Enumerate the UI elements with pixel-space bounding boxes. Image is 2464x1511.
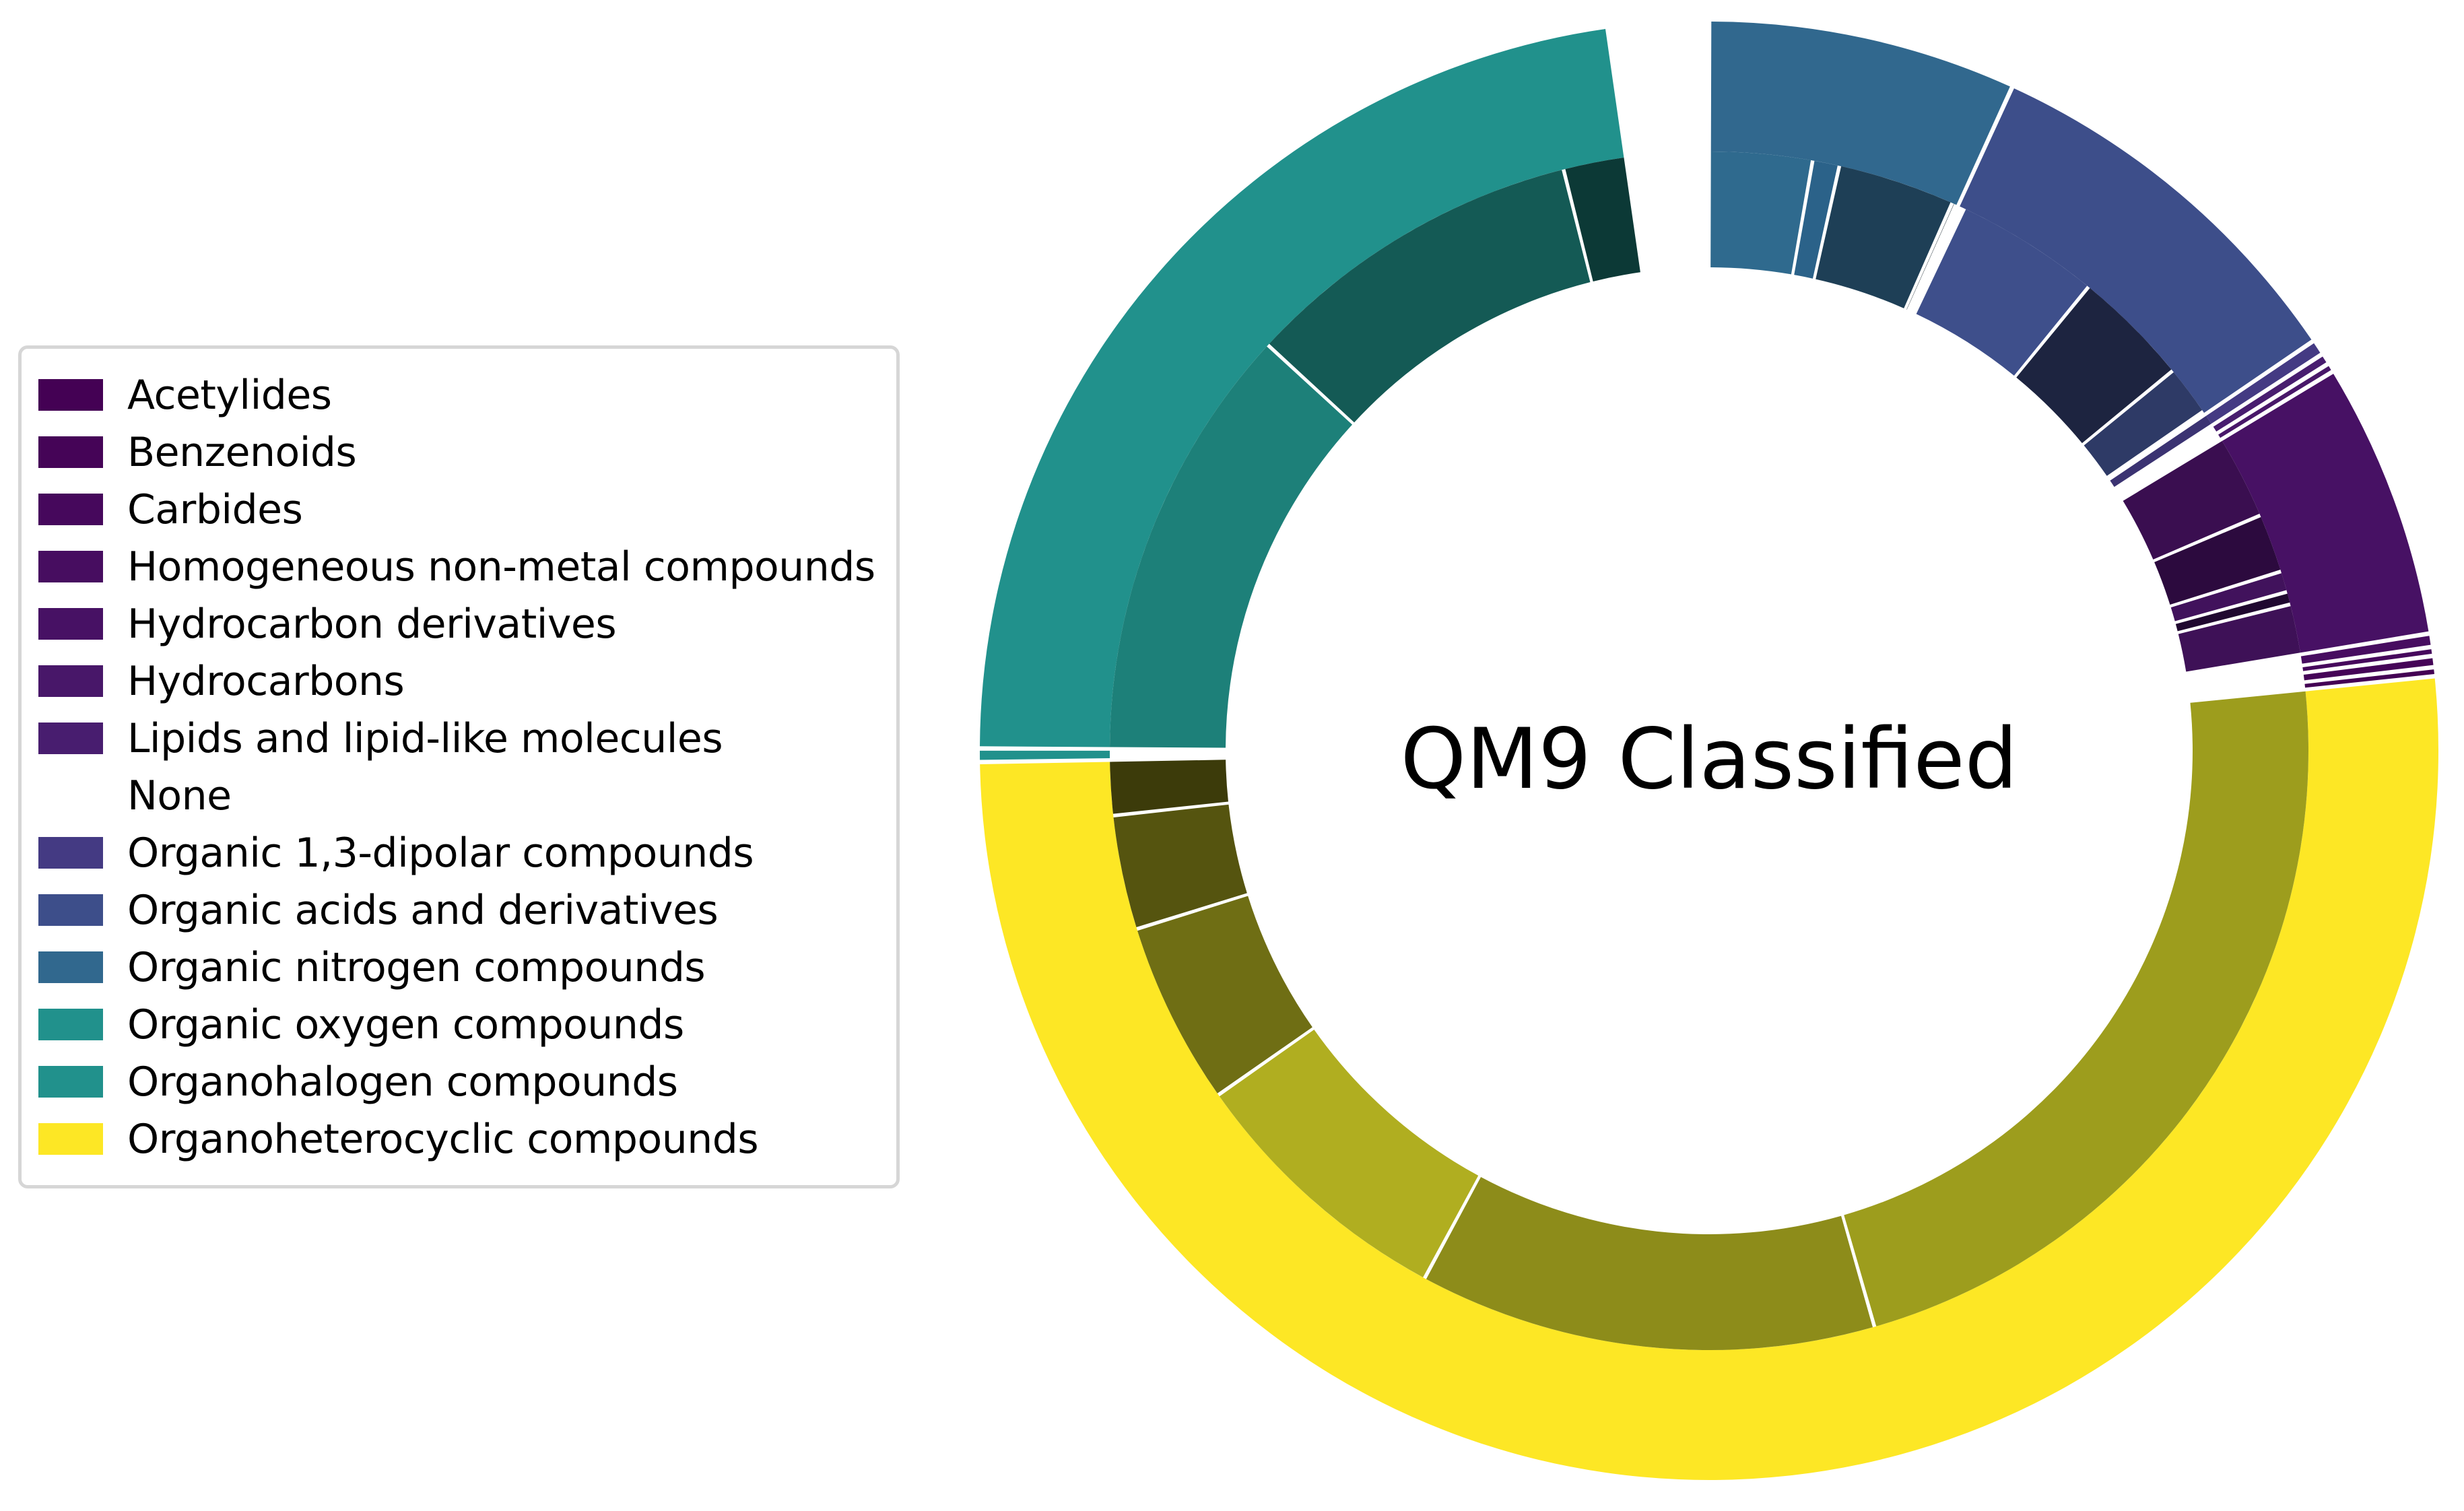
sunburst-slice-inner[interactable]: [1906, 203, 1954, 310]
legend-swatch: [38, 723, 103, 754]
sunburst-slice-inner[interactable]: [2084, 372, 2203, 476]
legend-swatch: [38, 951, 103, 983]
legend-swatch: [38, 551, 103, 582]
legend-item[interactable]: Hydrocarbons: [22, 652, 896, 710]
legend-item-label: Organoheterocyclic compounds: [127, 1115, 759, 1163]
legend-item-label: Lipids and lipid-like molecules: [127, 714, 723, 762]
sunburst-outer-ring: [980, 22, 2438, 1480]
sunburst-slice-inner[interactable]: [2016, 288, 2172, 444]
sunburst-slice-inner[interactable]: [2178, 606, 2300, 672]
sunburst-slice-outer[interactable]: [2304, 669, 2434, 688]
sunburst-slice-outer[interactable]: [2213, 356, 2327, 432]
legend-swatch: [38, 1009, 103, 1040]
sunburst-slice-inner[interactable]: [1816, 166, 1951, 308]
sunburst-slice-inner[interactable]: [1916, 209, 2088, 376]
sunburst-slice-outer[interactable]: [2222, 374, 2429, 653]
legend-item[interactable]: Hydrocarbon derivatives: [22, 595, 896, 652]
legend-item-label: Benzenoids: [127, 428, 357, 476]
legend-swatch: [38, 608, 103, 640]
sunburst-slice-outer[interactable]: [980, 29, 1624, 747]
sunburst-slice-inner[interactable]: [1844, 691, 2309, 1327]
legend-item[interactable]: Carbides: [22, 481, 896, 538]
legend-swatch: [38, 1123, 103, 1155]
sunburst-slice-outer[interactable]: [1960, 88, 2312, 413]
sunburst-slice-outer[interactable]: [2300, 636, 2431, 664]
legend-item[interactable]: None: [22, 767, 896, 824]
sunburst-slice-inner[interactable]: [1269, 170, 1591, 423]
legend-item-label: Organic 1,3-dipolar compounds: [127, 829, 754, 877]
sunburst-slice-outer[interactable]: [980, 750, 1110, 760]
legend-swatch: [38, 494, 103, 525]
sunburst-slice-inner[interactable]: [1710, 152, 1811, 275]
legend-item-label: Organic nitrogen compounds: [127, 943, 706, 991]
legend-item-label: Hydrocarbon derivatives: [127, 600, 617, 648]
legend-swatch: [38, 780, 103, 811]
sunburst-slice-outer[interactable]: [2302, 649, 2432, 671]
sunburst-slice-inner[interactable]: [1113, 804, 1247, 928]
sunburst-slice-outer[interactable]: [2303, 658, 2434, 681]
sunburst-slice-outer[interactable]: [2206, 343, 2321, 424]
sunburst-slice-inner[interactable]: [2154, 516, 2281, 605]
sunburst-slice-inner[interactable]: [1219, 1030, 1479, 1278]
legend-item-label: Hydrocarbons: [127, 657, 405, 705]
legend-item-label: Organic oxygen compounds: [127, 1001, 684, 1048]
legend-item[interactable]: Homogeneous non-metal compounds: [22, 538, 896, 595]
sunburst-inner-ring: [1110, 152, 2309, 1350]
legend-swatch: [38, 436, 103, 468]
legend-item-label: Organohalogen compounds: [127, 1058, 678, 1106]
legend-swatch: [38, 665, 103, 697]
sunburst-slice-outer[interactable]: [1710, 22, 2010, 205]
sunburst-slice-inner[interactable]: [1110, 346, 1353, 748]
legend-item-label: Homogeneous non-metal compounds: [127, 543, 875, 591]
legend-item[interactable]: Organoheterocyclic compounds: [22, 1110, 896, 1168]
legend-item[interactable]: Organic 1,3-dipolar compounds: [22, 824, 896, 881]
legend-item[interactable]: Organic acids and derivatives: [22, 881, 896, 939]
legend-swatch: [38, 1066, 103, 1098]
sunburst-slice-inner[interactable]: [1794, 160, 1838, 279]
legend-item[interactable]: Acetylides: [22, 366, 896, 424]
sunburst-slice-inner[interactable]: [2170, 573, 2287, 622]
sunburst-slice-inner[interactable]: [1565, 158, 1640, 281]
legend-swatch: [38, 379, 103, 411]
legend-item[interactable]: Organic nitrogen compounds: [22, 939, 896, 996]
sunburst-slice-inner[interactable]: [1426, 1176, 1873, 1350]
legend-item-label: Organic acids and derivatives: [127, 886, 719, 934]
legend-swatch: [38, 894, 103, 926]
sunburst-slice-inner[interactable]: [2110, 415, 2211, 488]
legend-swatch: [38, 837, 103, 869]
legend-item[interactable]: Benzenoids: [22, 424, 896, 481]
sunburst-slice-inner[interactable]: [1137, 896, 1312, 1094]
legend-item-label: Carbides: [127, 485, 303, 533]
sunburst-slice-inner[interactable]: [1110, 760, 1228, 814]
sunburst-slice-outer[interactable]: [980, 678, 2438, 1480]
legend-item-label: Acetylides: [127, 371, 332, 419]
legend-item-label: None: [127, 772, 232, 819]
sunburst-slice-inner[interactable]: [2123, 440, 2260, 560]
legend-item[interactable]: Organohalogen compounds: [22, 1053, 896, 1110]
legend-item[interactable]: Organic oxygen compounds: [22, 996, 896, 1053]
sunburst-slice-outer[interactable]: [2218, 366, 2331, 438]
legend-item[interactable]: Lipids and lipid-like molecules: [22, 710, 896, 767]
sunburst-slice-inner[interactable]: [2175, 593, 2290, 632]
